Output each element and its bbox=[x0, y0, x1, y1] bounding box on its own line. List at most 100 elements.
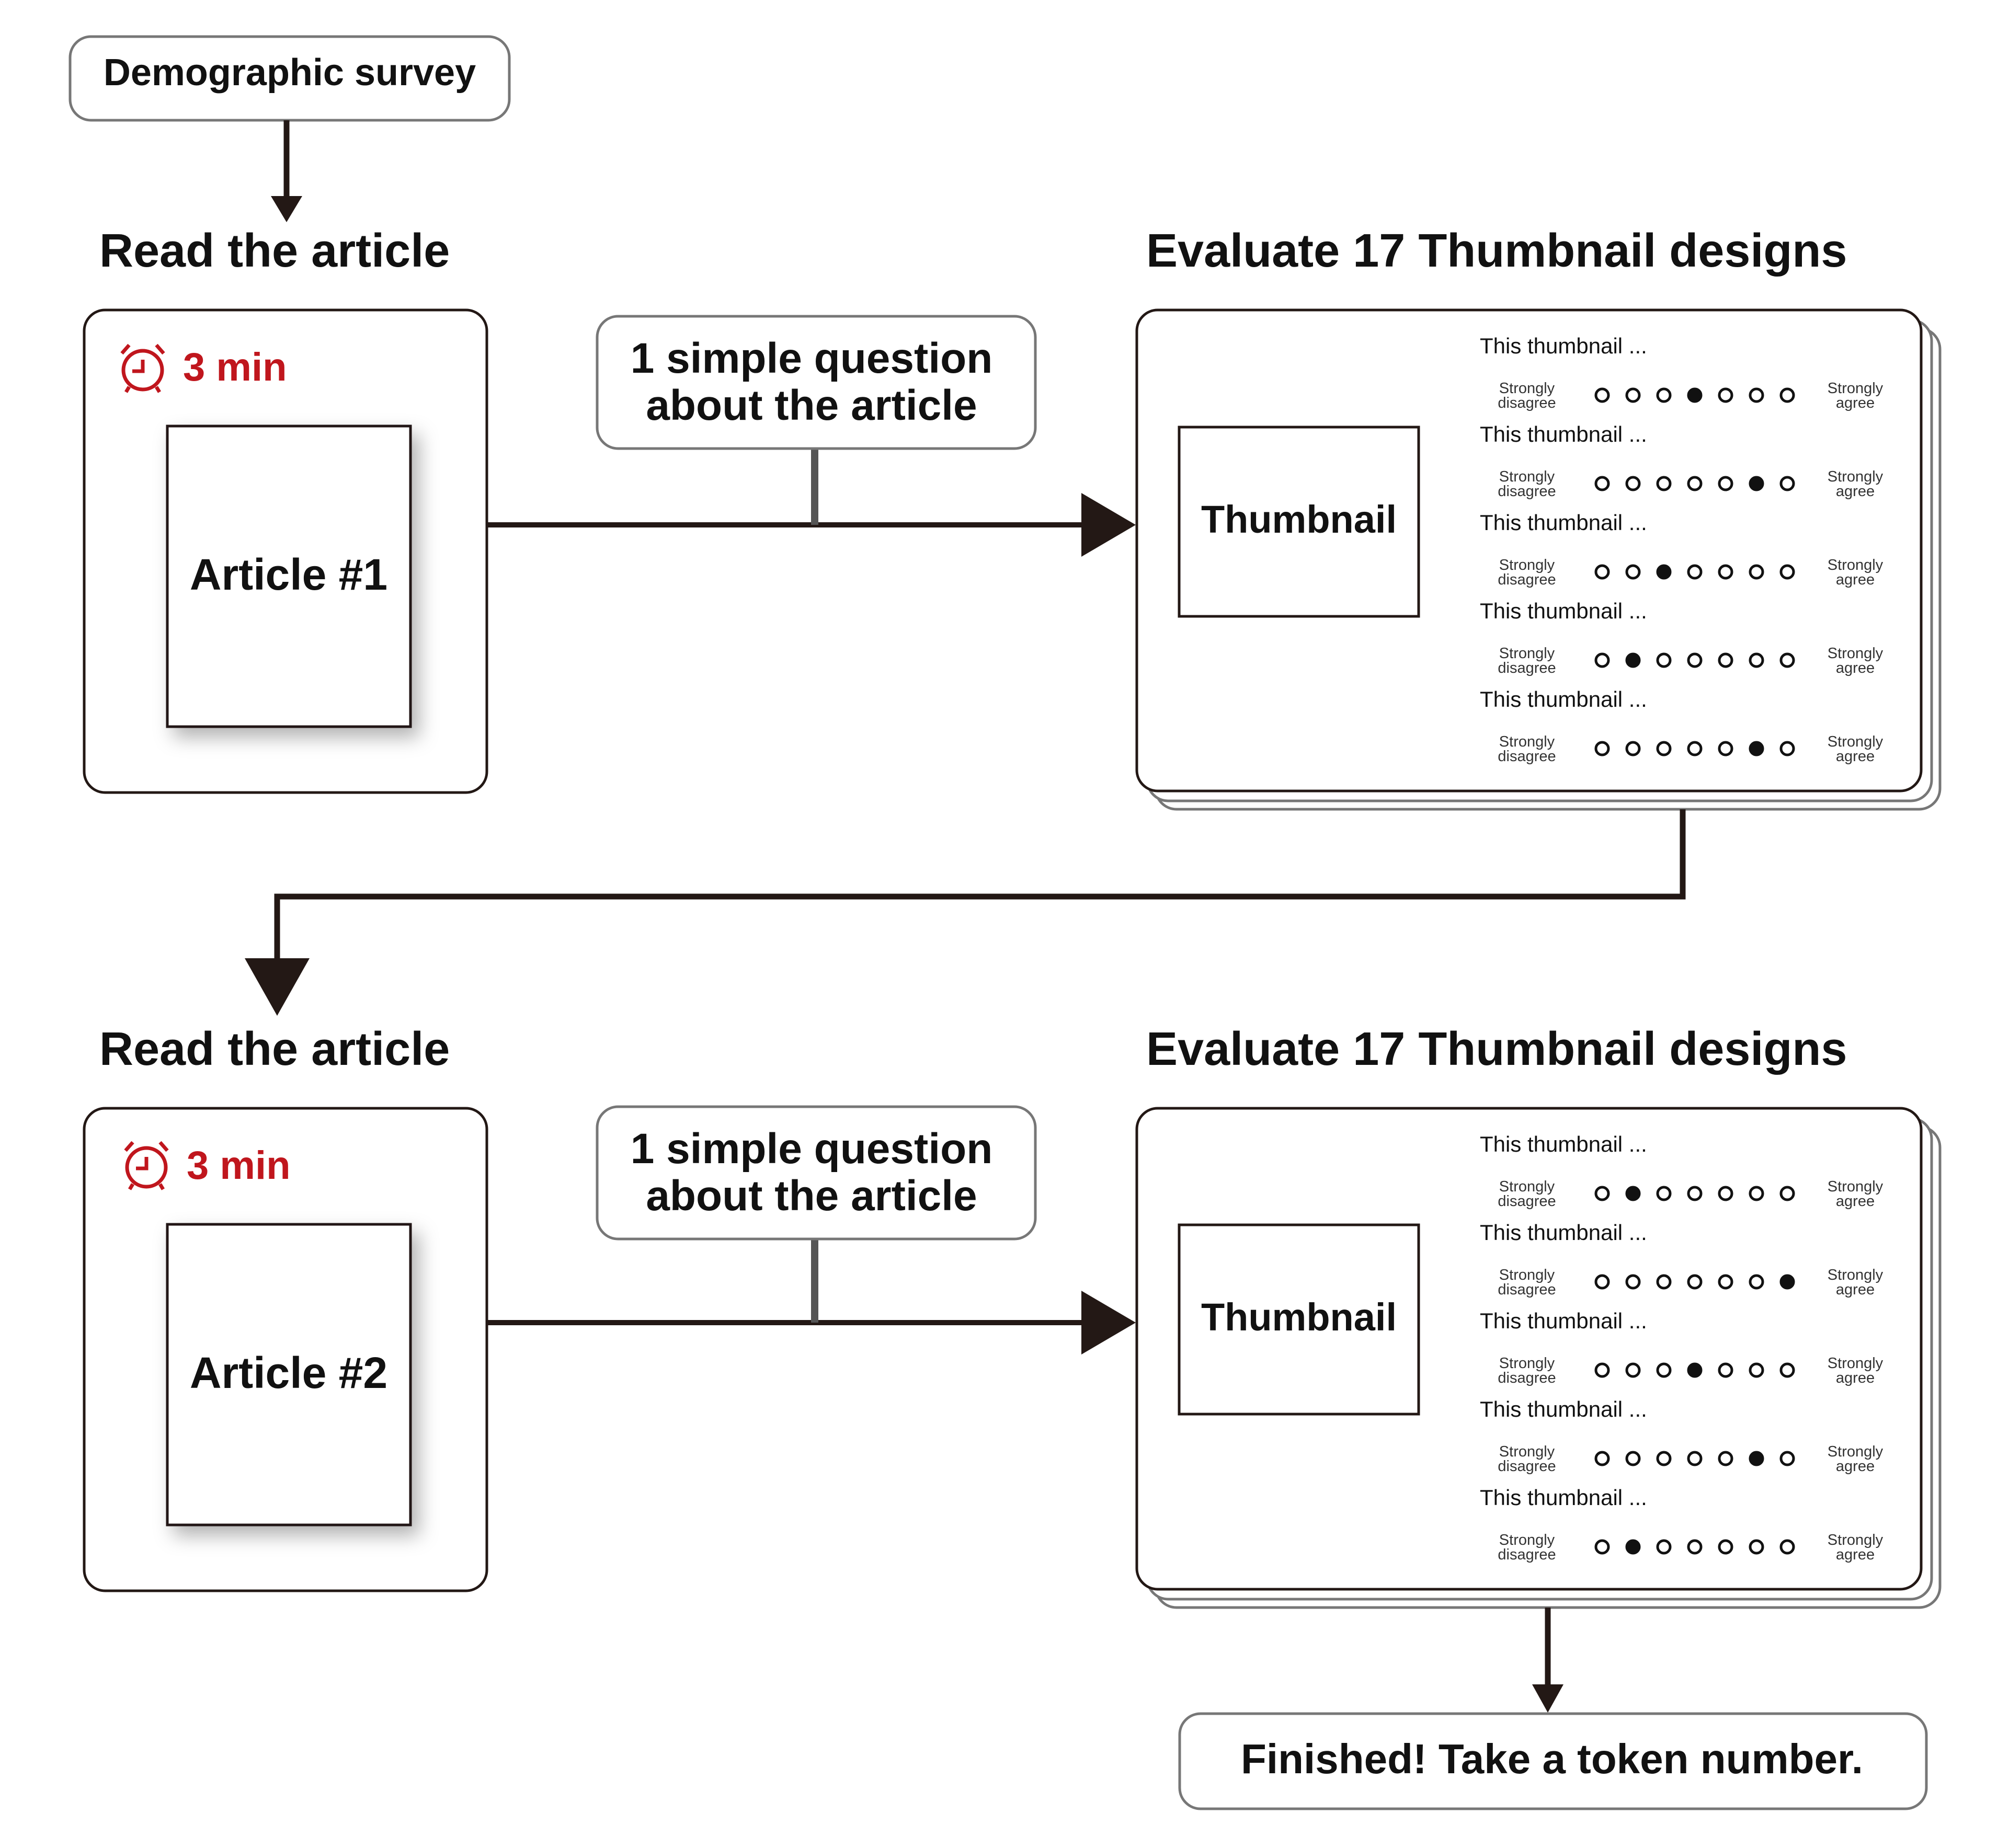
likert-option[interactable] bbox=[1749, 1362, 1764, 1378]
likert-option-selected[interactable] bbox=[1749, 1451, 1764, 1466]
rating-question: This thumbnail ...StronglydisagreeStrong… bbox=[1480, 1397, 1884, 1475]
likert-option[interactable] bbox=[1656, 1186, 1672, 1201]
likert-option[interactable] bbox=[1656, 1362, 1672, 1378]
scale-label-agree: Strongly bbox=[1828, 1267, 1884, 1283]
likert-option[interactable] bbox=[1656, 476, 1672, 491]
article-page bbox=[166, 424, 412, 728]
likert-option[interactable] bbox=[1625, 1274, 1641, 1290]
likert-option[interactable] bbox=[1718, 476, 1733, 491]
rating-question: This thumbnail ...StronglydisagreeStrong… bbox=[1480, 599, 1884, 676]
rating-prompt: This thumbnail ... bbox=[1480, 599, 1647, 623]
scale-label-agree: Strongly bbox=[1828, 1355, 1884, 1372]
stage-connector-arrow-head bbox=[245, 958, 310, 1016]
likert-option[interactable] bbox=[1749, 1539, 1764, 1555]
likert-option[interactable] bbox=[1687, 476, 1703, 491]
likert-option[interactable] bbox=[1594, 1186, 1610, 1201]
likert-option[interactable] bbox=[1749, 1186, 1764, 1201]
likert-option[interactable] bbox=[1594, 387, 1610, 403]
finish-arrow-head bbox=[1532, 1684, 1563, 1713]
scale-label-disagree: disagree bbox=[1498, 1370, 1556, 1386]
likert-option[interactable] bbox=[1594, 1274, 1610, 1290]
likert-option[interactable] bbox=[1779, 1362, 1795, 1378]
likert-option[interactable] bbox=[1779, 476, 1795, 491]
likert-option[interactable] bbox=[1687, 652, 1703, 668]
likert-option[interactable] bbox=[1625, 476, 1641, 491]
article-label: Article #2 bbox=[190, 1348, 387, 1397]
likert-option-selected[interactable] bbox=[1749, 476, 1764, 491]
likert-option[interactable] bbox=[1718, 1362, 1733, 1378]
likert-option[interactable] bbox=[1718, 1186, 1733, 1201]
likert-option[interactable] bbox=[1656, 1274, 1672, 1290]
likert-option[interactable] bbox=[1625, 387, 1641, 403]
likert-option[interactable] bbox=[1687, 1451, 1703, 1466]
likert-option-selected[interactable] bbox=[1625, 1186, 1641, 1201]
rating-prompt: This thumbnail ... bbox=[1480, 1485, 1647, 1510]
likert-option[interactable] bbox=[1718, 564, 1733, 580]
read-article-title: Read the article bbox=[99, 225, 450, 277]
likert-option[interactable] bbox=[1779, 741, 1795, 756]
likert-option[interactable] bbox=[1779, 387, 1795, 403]
rating-questions: This thumbnail ...StronglydisagreeStrong… bbox=[1480, 334, 1884, 765]
likert-option[interactable] bbox=[1687, 741, 1703, 756]
likert-option[interactable] bbox=[1594, 564, 1610, 580]
likert-option[interactable] bbox=[1625, 1362, 1641, 1378]
likert-option[interactable] bbox=[1594, 1539, 1610, 1555]
likert-option[interactable] bbox=[1594, 652, 1610, 668]
scale-label-disagree: disagree bbox=[1498, 571, 1556, 588]
likert-option[interactable] bbox=[1718, 387, 1733, 403]
timer-label: 3 min bbox=[183, 345, 287, 389]
likert-option[interactable] bbox=[1779, 1186, 1795, 1201]
likert-option[interactable] bbox=[1594, 476, 1610, 491]
likert-option[interactable] bbox=[1779, 652, 1795, 668]
likert-option[interactable] bbox=[1749, 387, 1764, 403]
likert-option-selected[interactable] bbox=[1687, 1362, 1703, 1378]
likert-option[interactable] bbox=[1656, 1451, 1672, 1466]
thumbnail-label: Thumbnail bbox=[1201, 498, 1397, 541]
likert-option[interactable] bbox=[1687, 1539, 1703, 1555]
likert-option[interactable] bbox=[1687, 1186, 1703, 1201]
likert-option-selected[interactable] bbox=[1749, 741, 1764, 756]
stage-2: Read the article 3 min Article #2 1 simp… bbox=[83, 1023, 1942, 1609]
scale-label-disagree: Strongly bbox=[1499, 468, 1555, 485]
likert-option[interactable] bbox=[1718, 652, 1733, 668]
scale-label-agree: agree bbox=[1836, 1458, 1875, 1475]
stage-connector-line bbox=[274, 809, 1686, 961]
likert-option[interactable] bbox=[1656, 652, 1672, 668]
likert-option[interactable] bbox=[1656, 1539, 1672, 1555]
likert-option[interactable] bbox=[1594, 1362, 1610, 1378]
survey-arrow-head bbox=[271, 196, 302, 222]
likert-option-selected[interactable] bbox=[1687, 387, 1703, 403]
likert-option[interactable] bbox=[1718, 1539, 1733, 1555]
scale-label-agree: Strongly bbox=[1828, 1443, 1884, 1460]
likert-option[interactable] bbox=[1656, 387, 1672, 403]
likert-option[interactable] bbox=[1625, 1451, 1641, 1466]
scale-label-agree: Strongly bbox=[1828, 557, 1884, 573]
question-box bbox=[596, 1105, 1037, 1241]
article-label: Article #1 bbox=[190, 550, 387, 599]
likert-option[interactable] bbox=[1779, 1539, 1795, 1555]
likert-option[interactable] bbox=[1749, 1274, 1764, 1290]
likert-option[interactable] bbox=[1625, 741, 1641, 756]
likert-option[interactable] bbox=[1687, 1274, 1703, 1290]
likert-option[interactable] bbox=[1779, 1451, 1795, 1466]
likert-option[interactable] bbox=[1718, 1451, 1733, 1466]
likert-option[interactable] bbox=[1625, 564, 1641, 580]
likert-option[interactable] bbox=[1594, 741, 1610, 756]
likert-option-selected[interactable] bbox=[1625, 1539, 1641, 1555]
likert-option[interactable] bbox=[1779, 564, 1795, 580]
likert-option-selected[interactable] bbox=[1625, 652, 1641, 668]
likert-option[interactable] bbox=[1749, 564, 1764, 580]
scale-label-agree: Strongly bbox=[1828, 645, 1884, 662]
likert-option[interactable] bbox=[1718, 741, 1733, 756]
likert-option[interactable] bbox=[1749, 652, 1764, 668]
likert-option-selected[interactable] bbox=[1779, 1274, 1795, 1290]
likert-option[interactable] bbox=[1718, 1274, 1733, 1290]
alarm-clock-icon bbox=[120, 343, 165, 393]
scale-label-agree: agree bbox=[1836, 660, 1875, 676]
likert-option-selected[interactable] bbox=[1656, 564, 1672, 580]
likert-option[interactable] bbox=[1594, 1451, 1610, 1466]
likert-option[interactable] bbox=[1656, 741, 1672, 756]
rating-prompt: This thumbnail ... bbox=[1480, 1308, 1647, 1333]
scale-label-agree: Strongly bbox=[1828, 1532, 1884, 1548]
likert-option[interactable] bbox=[1687, 564, 1703, 580]
